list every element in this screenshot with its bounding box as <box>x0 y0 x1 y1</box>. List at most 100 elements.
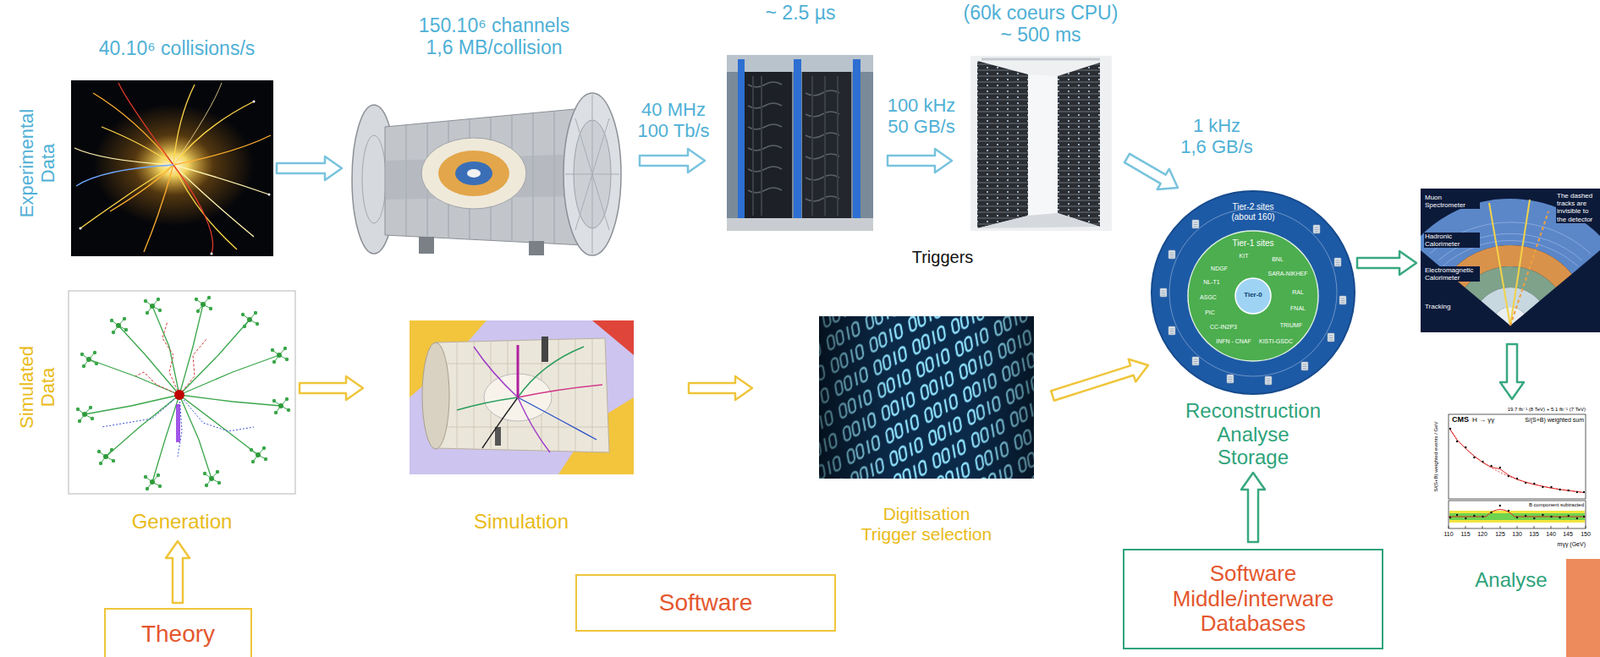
flow-arrow <box>299 376 363 401</box>
text-anchor: 140 <box>1545 531 1557 539</box>
detector-slice-image: Muon SpectrometerHadronic CalorimeterEle… <box>1420 188 1600 333</box>
node-text: 19.7 fb⁻¹ (8 TeV) + 5.1 fb⁻¹ (7 TeV) <box>1507 406 1586 413</box>
level1-trigger-image: ~ 2.5 µs <box>726 54 874 231</box>
detector-image: 150.10⁶ channels 1,6 MB/collision <box>346 88 623 256</box>
generation-picture <box>68 291 296 495</box>
text-anchor: Hadronic Calorimeter <box>1424 232 1480 248</box>
text-anchor: INFN - CNAF <box>1215 338 1252 346</box>
rate-label: 40 MHz 100 Tb/s <box>636 98 712 143</box>
row-title: Experimental Data <box>16 107 60 220</box>
rate-label: 1 kHz 1,6 GB/s <box>1179 115 1255 159</box>
node-text: (60k coeurs CPU) ~ 500 ms <box>962 1 1120 47</box>
text-anchor: Tier-2 sites (about 160) <box>1230 202 1277 222</box>
text-anchor: 110 <box>1443 531 1453 539</box>
flow-arrow <box>1241 472 1265 543</box>
text-anchor: S/(S+B) weighted sum <box>1524 417 1584 424</box>
text-anchor: 135 <box>1528 531 1540 539</box>
tier1-disc <box>1187 230 1319 362</box>
node-text: Tracking <box>1424 302 1480 311</box>
flow-arrow <box>1357 251 1417 275</box>
text-anchor: BNL <box>1271 256 1284 264</box>
group-label: Triggers <box>912 247 974 268</box>
node-text: 140 <box>1545 531 1557 539</box>
node-text: Muon Spectrometer <box>1424 193 1480 209</box>
text-anchor: ~ 2.5 µs <box>765 1 836 24</box>
flow-arrow <box>276 156 342 181</box>
text-anchor: Generation <box>131 510 233 534</box>
text-anchor: KISTI-GSDC <box>1259 338 1293 346</box>
grid-ring <box>1169 208 1337 377</box>
node-text: H → γγ <box>1472 416 1495 424</box>
text-anchor: Tier-0 <box>1243 291 1263 299</box>
rate-label: 100 kHz 50 GB/s <box>885 94 957 138</box>
row-title: Simulated Data <box>16 345 60 431</box>
node-text: 150 <box>1580 531 1591 539</box>
text-anchor: B component subtracted <box>1528 502 1584 509</box>
site-name: TRIUMF <box>1280 322 1303 330</box>
site-name: BNL <box>1271 256 1284 264</box>
text-anchor: 130 <box>1512 531 1523 539</box>
text-anchor: 40.10⁶ collisions/s <box>98 37 256 60</box>
text-anchor: Analyse <box>1474 568 1547 593</box>
text-anchor: 100 kHz 50 GB/s <box>885 94 957 138</box>
text-anchor: CMS <box>1451 415 1469 424</box>
tier0-disc <box>1235 278 1271 314</box>
text-anchor: Experimental Data <box>16 107 60 220</box>
node-text: The dashed tracks are invisible to the d… <box>1556 192 1595 224</box>
text-anchor: 115 <box>1460 531 1470 539</box>
grid-wheel: Reconstruction Analyse StorageTier-2 sit… <box>1150 190 1356 396</box>
tier0-circle: Tier-0 <box>1234 277 1272 315</box>
flow-arrow <box>688 376 753 401</box>
node-text: 110 <box>1443 531 1453 539</box>
detector-slice-picture <box>1420 188 1600 333</box>
digitisation-image: Digitisation Trigger selection <box>819 316 1034 479</box>
text-anchor: 120 <box>1477 531 1488 539</box>
node-text: 145 <box>1562 531 1573 539</box>
box-text: Theory <box>141 621 215 649</box>
flow-arrow <box>639 148 705 173</box>
flow-arrow <box>165 541 190 604</box>
text-anchor: 40 MHz 100 Tb/s <box>636 98 712 143</box>
node-text: Generation <box>131 510 233 534</box>
site-name: NDGF <box>1210 265 1228 273</box>
node-text: mγγ (GeV) <box>1557 541 1586 549</box>
flow-arrow <box>887 148 952 173</box>
flow-arrow <box>1050 359 1149 402</box>
site-name: RAL <box>1292 289 1304 297</box>
detector-picture <box>351 93 622 256</box>
text-anchor: NL-T1 <box>1203 279 1220 286</box>
corner-bar <box>1566 559 1600 657</box>
hlt-farm-image: (60k coeurs CPU) ~ 500 ms <box>970 55 1112 231</box>
text-anchor: Triggers <box>912 247 974 268</box>
text-anchor: Muon Spectrometer <box>1424 193 1480 209</box>
box-text: Software <box>659 589 754 617</box>
site-name: NL-T1 <box>1203 279 1220 286</box>
node-text: Simulation <box>473 510 569 534</box>
node-text: B component subtracted <box>1528 502 1584 509</box>
site-name: SARA-NIKHEF <box>1267 270 1308 278</box>
node-text: Tier-2 sites (about 160) <box>1230 202 1277 222</box>
node-text: 130 <box>1512 531 1523 539</box>
text-anchor: KIT <box>1239 252 1249 260</box>
digitisation-picture <box>819 316 1034 479</box>
simulation-picture <box>409 320 634 475</box>
flow-arrow <box>1124 153 1178 190</box>
text-anchor: H → γγ <box>1472 416 1495 424</box>
site-name: KIT <box>1239 252 1249 260</box>
node-text: ~ 2.5 µs <box>765 1 836 24</box>
text-anchor: NDGF <box>1210 265 1228 273</box>
text-anchor: Simulation <box>473 510 569 534</box>
site-name: PIC <box>1204 309 1216 317</box>
process-box: Software <box>575 574 836 633</box>
text-anchor: (60k coeurs CPU) ~ 500 ms <box>962 1 1120 47</box>
text-anchor: S/(S+B) weighted events / GeV <box>1433 421 1440 492</box>
site-name: INFN - CNAF <box>1215 338 1252 346</box>
text-anchor: ASGC <box>1199 294 1217 302</box>
process-box: Theory <box>104 608 253 657</box>
text-anchor: mγγ (GeV) <box>1557 541 1586 549</box>
